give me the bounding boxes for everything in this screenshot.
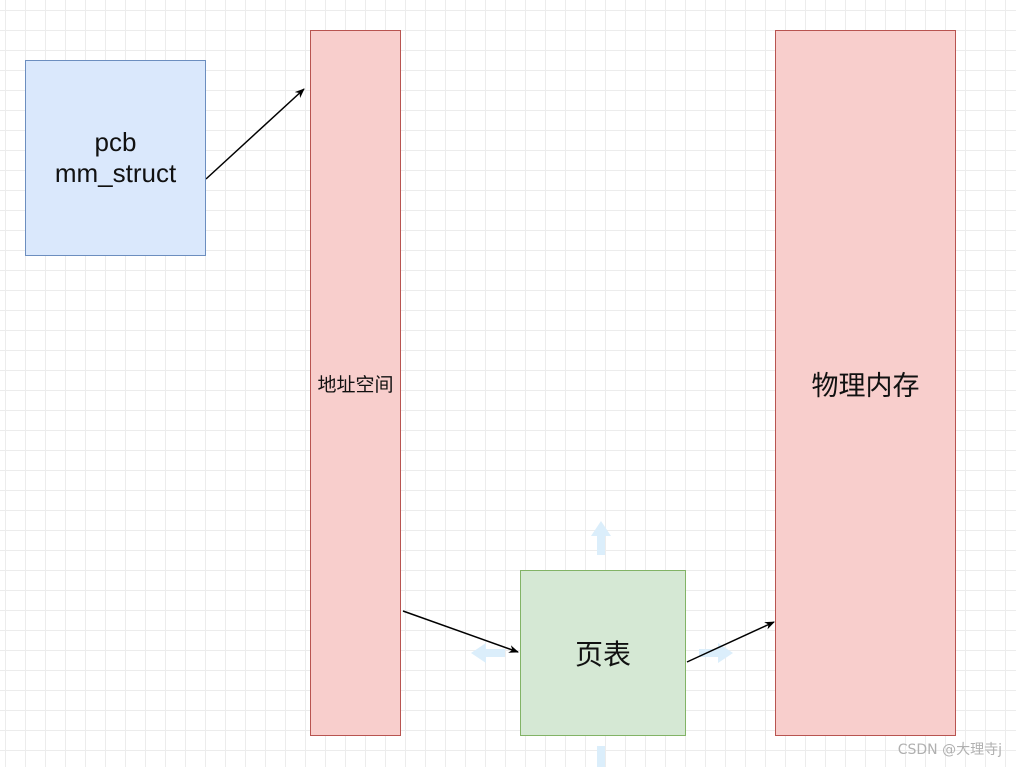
edge-pcb-to-address-space[interactable]: [205, 88, 305, 180]
hint-arrow-right-icon: [699, 643, 733, 663]
page-table-node[interactable]: 页表: [520, 570, 686, 736]
watermark: CSDN @大理寺j: [897, 742, 1002, 758]
hint-arrow-down-icon: [597, 746, 605, 767]
physical-memory-node[interactable]: 物理内存: [775, 30, 956, 736]
hint-arrow-up-icon: [591, 521, 611, 555]
mm-struct-label: mm_struct: [54, 158, 177, 188]
selection-hint-arrows: [471, 521, 733, 767]
page-table-label: 页表: [574, 639, 631, 670]
address-space-node[interactable]: 地址空间: [310, 30, 401, 736]
pcb-label: pcb: [94, 127, 137, 157]
hint-arrow-left-icon: [471, 643, 505, 663]
physical-memory-label: 物理内存: [811, 370, 920, 401]
edge-address-space-to-page-table[interactable]: [402, 610, 519, 653]
edge-page-table-to-physical-memory[interactable]: [686, 621, 775, 663]
address-space-label: 地址空间: [317, 374, 394, 396]
pcb-node[interactable]: pcb mm_struct: [25, 60, 206, 256]
